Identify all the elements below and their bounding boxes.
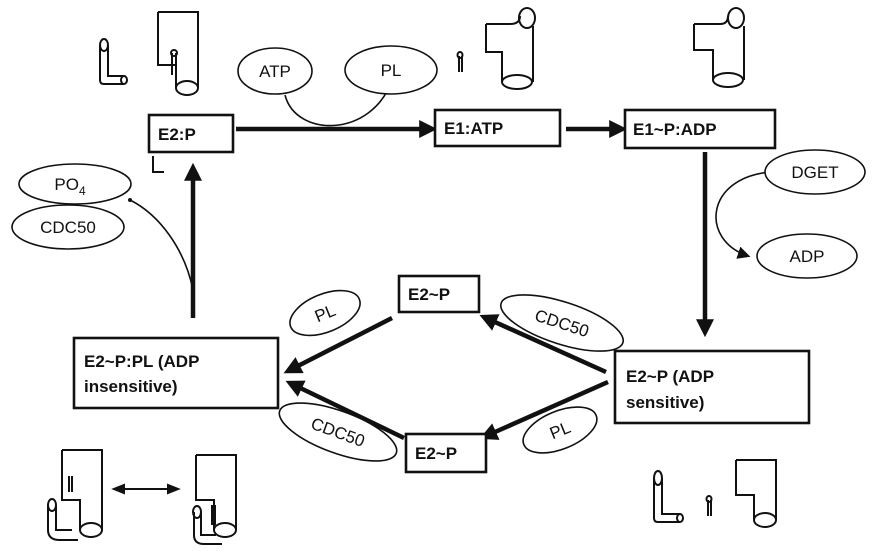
transporter-e2-icon: [735, 459, 777, 528]
ligand-cdc50-upper: CDC50: [499, 294, 625, 352]
arrow-lower-e2p-to-insensitive: [285, 380, 405, 441]
transporter-pl-occluded-icon: [192, 454, 237, 545]
state-e2p-adp-sensitive-line1: E2~P (ADP: [626, 367, 714, 386]
curve-endpoint: [128, 198, 132, 202]
lipid-molecule-icon: [456, 51, 464, 72]
cdc50-subunit-bottom-icon: [653, 470, 684, 523]
ligand-cdc50-lower: CDC50: [278, 402, 398, 462]
transporter-pl-bound-icon: [47, 449, 103, 541]
state-e2p-adp-sensitive-line2: sensitive): [626, 393, 704, 412]
atp-to-pl-curve: [284, 77, 395, 127]
lipid-bottom-icon: [705, 495, 713, 516]
cdc50-subunit-icon: [99, 38, 128, 85]
ligand-dget-label: DGET: [791, 163, 838, 182]
state-e2p-top-label: E2:P: [158, 125, 196, 144]
po4-cdc50-release-curve: [129, 199, 194, 291]
e2p-bracket: [152, 156, 164, 173]
state-e2p-top: E2:P: [147, 113, 235, 154]
state-e1padp-label: E1~P:ADP: [633, 120, 717, 139]
ligand-adp: ADP: [756, 233, 858, 279]
state-e2p-pl-line1: E2~P:PL (ADP: [84, 352, 199, 371]
ligand-po4-text: PO: [54, 175, 79, 194]
ligand-po4-subscript: 4: [79, 184, 86, 198]
state-e1padp: E1~P:ADP: [623, 108, 777, 150]
transporter-e1-icon: [485, 7, 536, 90]
arrow-sensitive-to-upper-e2p: [479, 314, 607, 375]
ligand-dget: DGET: [764, 149, 866, 195]
state-e2p-upper-label: E2~P: [408, 285, 450, 304]
ligand-po4: PO4: [18, 163, 132, 205]
ligand-atp-label: ATP: [259, 62, 291, 81]
state-e2p-lower: E2~P: [404, 432, 488, 474]
arrow-upper-e2p-to-insensitive: [283, 315, 394, 374]
state-e2p-pl-adp-insensitive: E2~P:PL (ADP insensitive): [72, 336, 280, 410]
ligand-pl-top: PL: [344, 45, 438, 95]
state-e2p-adp-sensitive: E2~P (ADP sensitive): [613, 349, 811, 425]
dget-to-adp-curve: [715, 171, 771, 259]
arrow-sensitive-to-lower-e2p: [479, 379, 609, 440]
ligand-adp-label: ADP: [790, 247, 825, 266]
ligand-pl-lower: PL: [522, 406, 598, 454]
ligand-atp: ATP: [237, 47, 313, 95]
state-e1atp: E1:ATP: [433, 108, 562, 148]
ligand-pl-top-label: PL: [381, 61, 402, 80]
state-e2p-upper: E2~P: [397, 274, 481, 314]
ligand-cdc50-left: CDC50: [11, 204, 125, 250]
state-e2p-lower-label: E2~P: [415, 444, 457, 463]
ligand-pl-upper: PL: [289, 289, 361, 337]
ligand-cdc50-left-label: CDC50: [40, 218, 96, 237]
transporter-e1p-icon: [693, 7, 745, 88]
state-e1atp-label: E1:ATP: [444, 119, 503, 138]
transporter-with-lipid-icon: [157, 11, 199, 96]
state-e2p-pl-line2: insensitive): [84, 377, 178, 396]
ligand-po4-label: PO4: [54, 175, 86, 198]
